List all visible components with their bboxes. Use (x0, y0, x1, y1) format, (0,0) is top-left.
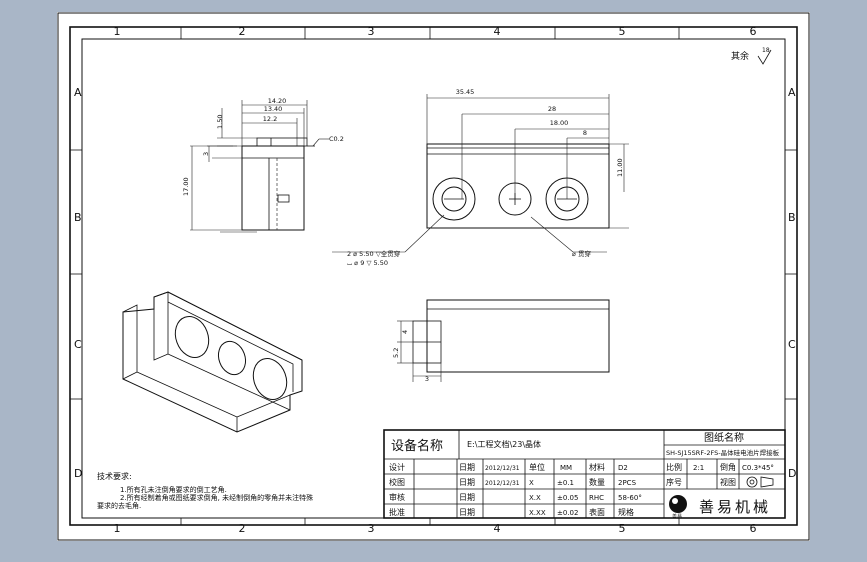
date-label-3: 日期 (459, 493, 475, 502)
inner-border (69, 26, 798, 526)
review-label: 审核 (389, 492, 405, 502)
zone-row-c-left: C (74, 338, 82, 351)
date-value-2: 2012/12/31 (485, 480, 520, 487)
zone-col-2-top: 2 (239, 25, 246, 38)
unit-value: MM (560, 464, 572, 472)
tol-3-value: ±0.02 (557, 509, 578, 517)
surface-label: 表面 (589, 507, 605, 517)
date-label-1: 日期 (459, 463, 475, 472)
dim-c0-2: C0.2 (329, 135, 344, 143)
zone-col-5-bottom: 5 (619, 522, 626, 535)
zone-col-6-bottom: 6 (750, 522, 757, 535)
check-label: 校图 (389, 477, 405, 487)
zone-col-3-top: 3 (368, 25, 375, 38)
dim-18-00: 18.00 (550, 119, 569, 127)
zone-col-2-bottom: 2 (239, 522, 246, 535)
dim-35-45: 35.45 (456, 88, 475, 96)
zone-row-c-right: C (788, 338, 796, 351)
zone-col-6-top: 6 (750, 25, 757, 38)
hrc-label: RHC (589, 494, 604, 502)
title-block (383, 429, 786, 519)
tech-req-title: 技术要求: (97, 471, 132, 481)
material-value: D2 (618, 464, 628, 472)
dim-5-2: 5.2 (392, 348, 400, 358)
dim-12-2: 12.2 (263, 115, 277, 123)
zone-row-d-left: D (74, 467, 82, 480)
seq-label: 序号 (666, 477, 682, 487)
dim-8: 8 (583, 129, 587, 137)
dim-hole-callout-2: ⌴ ⌀ 9 ▽ 5.50 (347, 259, 388, 267)
company-name: 善易机械 (699, 498, 771, 516)
tol-2-value: ±0.05 (557, 494, 578, 502)
date-label-2: 日期 (459, 478, 475, 487)
zone-ticks (70, 27, 797, 525)
tol-1-value: ±0.1 (557, 479, 574, 487)
drawing-sheet: 1 2 3 4 5 6 1 2 3 4 5 6 A B C D A B C D … (57, 12, 810, 541)
zone-row-d-right: D (788, 467, 796, 480)
dim-3-bottom: 3 (425, 375, 429, 383)
roughness-symbol-icon (757, 49, 772, 65)
drawing-canvas: 1 2 3 4 5 6 1 2 3 4 5 6 A B C D A B C D … (57, 12, 810, 541)
company-logo-text: 善易 (672, 513, 682, 520)
dim-hole-callout-1: 2 ⌀ 5.50 ▽全贯穿 (347, 249, 400, 258)
zone-row-a-left: A (74, 86, 82, 99)
zone-row-b-right: B (788, 211, 796, 224)
drawing-name: SH-SJ15SRF-2FS-晶体硅电池片焊接板 (666, 448, 780, 457)
zone-row-a-right: A (788, 86, 796, 99)
zone-col-1-bottom: 1 (114, 522, 121, 535)
bottom-view (397, 299, 610, 382)
tol-1: X (529, 479, 534, 487)
qty-label: 数量 (589, 477, 605, 487)
design-label: 设计 (389, 462, 405, 472)
dim-3: 3 (202, 152, 210, 156)
dim-11-00: 11.00 (616, 158, 624, 177)
dim-14-20: 14.20 (268, 97, 287, 105)
material-label: 材料 (589, 462, 605, 472)
front-view (332, 94, 629, 253)
spec-label: 规格 (618, 507, 634, 517)
zone-row-b-left: B (74, 211, 82, 224)
date-value-1: 2012/12/31 (485, 465, 520, 472)
zone-col-3-bottom: 3 (368, 522, 375, 535)
zone-col-4-bottom: 4 (494, 522, 501, 535)
scale-value: 2:1 (693, 464, 704, 472)
zone-col-1-top: 1 (114, 25, 121, 38)
company-logo: 善易 (669, 495, 687, 520)
date-label-4: 日期 (459, 508, 475, 517)
file-path: E:\工程文档\23\晶体 (467, 439, 541, 449)
tol-3: X.XX (529, 509, 546, 517)
qty-value: 2PCS (618, 479, 637, 487)
dim-4: 4 (401, 330, 409, 334)
side-view (190, 100, 329, 233)
tol-2: X.X (529, 494, 541, 502)
tech-req-line-2: 2.所有经制着角或图纸要求倒角, 未经制倒角的零角并未注特殊 (120, 493, 313, 502)
tech-req-line-1: 1.所有孔未注倒角要求的倒工艺角. (120, 485, 227, 494)
hrc-value: 58-60° (618, 494, 642, 502)
chamfer-value: C0.3*45° (742, 464, 774, 472)
view-label: 视图 (720, 477, 736, 487)
zone-col-5-top: 5 (619, 25, 626, 38)
surface-note-value: 18 (762, 47, 770, 54)
zone-col-4-top: 4 (494, 25, 501, 38)
dim-28: 28 (548, 105, 556, 113)
scale-label: 比例 (666, 462, 682, 472)
isometric-view (122, 291, 303, 433)
projection-symbol-icon (746, 476, 774, 488)
surface-note-text: 其余 (731, 50, 749, 62)
tech-req-line-3: 要求的去毛角. (97, 501, 141, 510)
dim-17-00: 17.00 (182, 177, 190, 196)
drawing-name-label: 图纸名称 (704, 431, 744, 444)
unit-label: 单位 (529, 462, 545, 472)
dim-hole-callout-3: ⌀ 贯穿 (572, 249, 591, 258)
chamfer-label: 倒角 (720, 462, 736, 472)
device-name-label: 设备名称 (391, 438, 443, 454)
outer-border (57, 12, 810, 541)
approve-label: 批准 (389, 507, 405, 517)
dim-13-40: 13.40 (264, 105, 283, 113)
dim-1-50: 1.50 (216, 115, 224, 129)
